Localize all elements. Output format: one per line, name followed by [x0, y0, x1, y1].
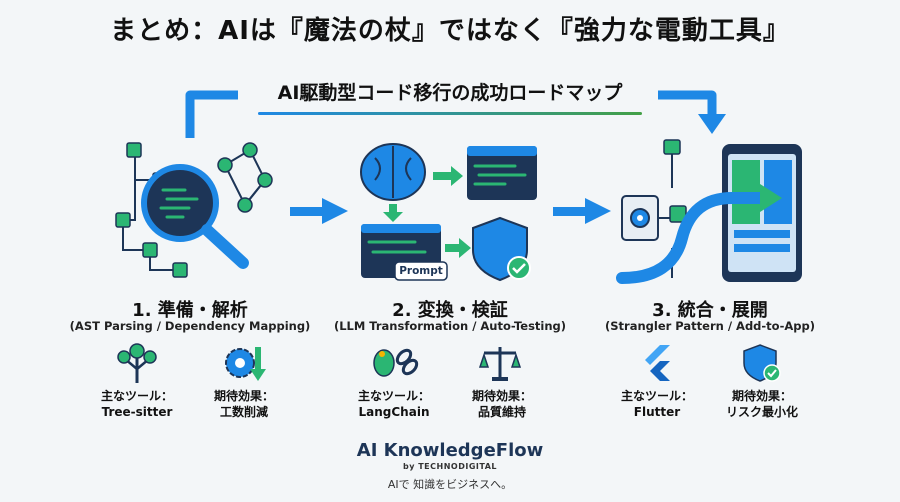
- subtitle-underline: [258, 112, 642, 115]
- step1-to-step2-arrow: [290, 198, 348, 224]
- step2-tool-value: LangChain: [358, 405, 430, 419]
- top-left-elbow-arrow: [185, 90, 238, 138]
- shield-check-icon: [472, 216, 531, 282]
- ast-parsing-illustration: [115, 142, 273, 278]
- step3-effect: 期待効果： リスク最小化: [712, 388, 812, 420]
- step2-effect: 期待効果： 品質維持: [452, 388, 552, 420]
- parrot-chain-icon: [373, 348, 419, 377]
- step3-effect-value: リスク最小化: [725, 405, 798, 419]
- step3-tool-value: Flutter: [633, 405, 681, 419]
- step1-tool-value: Tree-sitter: [101, 405, 173, 419]
- step2-tool-label: 主なツール：: [357, 389, 430, 403]
- llm-transform-illustration: [360, 143, 537, 282]
- step1-effect: 期待効果： 工数削減: [194, 388, 294, 420]
- step1-effect-label: 期待効果：: [213, 389, 274, 403]
- step2-subtitle: (LLM Transformation / Auto-Testing): [333, 319, 567, 333]
- brand-tagline: AIで 知識をビジネスへ。: [387, 478, 513, 491]
- step2-to-step3-arrow: [553, 198, 611, 224]
- shield-check-small-icon: [743, 344, 781, 382]
- step3-subtitle: (Strangler Pattern / Add-to-App): [605, 319, 815, 333]
- top-right-elbow-arrow: [658, 90, 717, 118]
- strangler-illustration: [616, 139, 802, 284]
- prompt-badge: Prompt: [399, 265, 443, 277]
- brand-name: AI KnowledgeFlow: [356, 440, 544, 461]
- step1-tool-label: 主なツール：: [100, 389, 173, 403]
- step3-tool: 主なツール： Flutter: [607, 388, 707, 420]
- step1-subtitle: (AST Parsing / Dependency Mapping): [69, 319, 311, 333]
- gear-down-icon: [225, 347, 266, 381]
- step2-effect-label: 期待効果：: [471, 389, 532, 403]
- tree-icon: [117, 343, 157, 383]
- top-right-arrowhead: [698, 114, 726, 134]
- terminal-icon: [361, 224, 448, 281]
- code-window-icon: [467, 146, 537, 200]
- mobile-app-icon: [722, 144, 802, 282]
- brain-icon: [360, 143, 426, 201]
- legacy-module-icon: [621, 195, 659, 241]
- step2-effect-value: 品質維持: [477, 405, 526, 419]
- step2-title: 2. 変換・検証: [392, 300, 508, 321]
- step2-tool: 主なツール： LangChain: [344, 388, 444, 420]
- step1-title: 1. 準備・解析: [132, 300, 248, 321]
- step1-tool: 主なツール： Tree-sitter: [87, 388, 187, 420]
- step3-tool-label: 主なツール：: [620, 389, 693, 403]
- brand-by: by TECHNODIGITAL: [403, 462, 497, 471]
- page-title: まとめ：AIは『魔法の杖』ではなく『強力な電動工具』: [110, 16, 790, 46]
- flutter-icon: [645, 345, 670, 381]
- step3-title: 3. 統合・展開: [652, 300, 768, 321]
- step3-effect-label: 期待効果：: [731, 389, 792, 403]
- roadmap-subtitle: AI駆動型コード移行の成功ロードマップ: [277, 82, 623, 104]
- scale-icon: [478, 347, 522, 381]
- step1-effect-value: 工数削減: [219, 405, 268, 419]
